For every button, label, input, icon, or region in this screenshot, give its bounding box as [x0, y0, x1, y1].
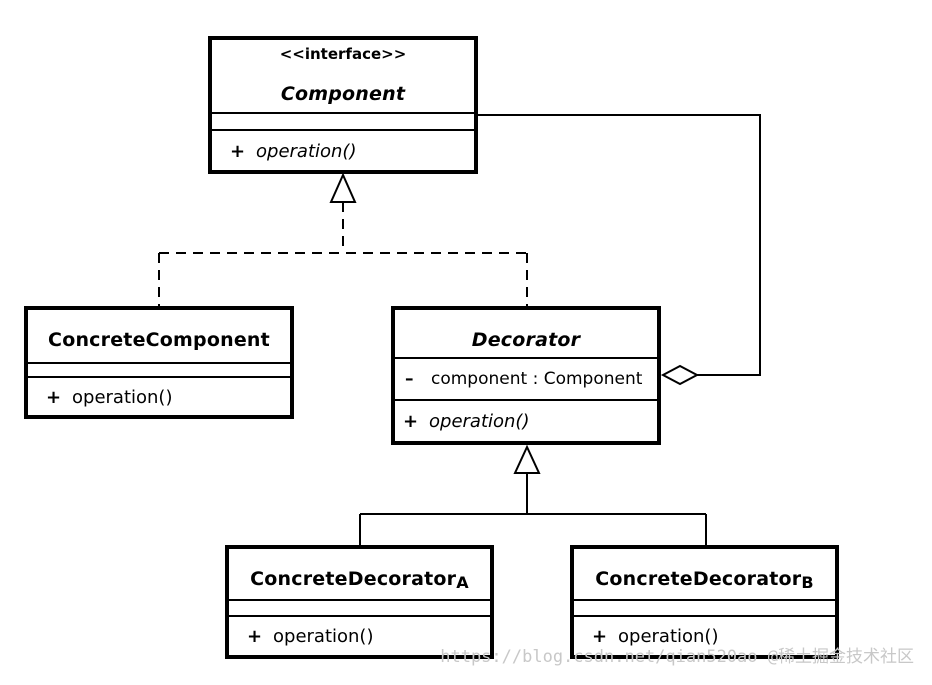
- concrete-component-operation: + operation(): [46, 387, 172, 408]
- aggregation-diamond: [660, 364, 700, 386]
- generalization-connector: [359, 473, 707, 546]
- generalization-arrowhead: [513, 444, 541, 474]
- concrete-component-divider-1: [28, 362, 290, 364]
- concrete-decorator-b-divider-2: [574, 615, 835, 617]
- decorator-operation: + operation(): [403, 411, 529, 432]
- decorator-name: Decorator: [471, 329, 581, 351]
- concrete-decorator-b-name: ConcreteDecoratorB: [574, 568, 835, 592]
- decorator-operation-visibility: +: [403, 411, 419, 432]
- component-operation-text: operation(): [256, 141, 357, 162]
- concrete-decorator-b-operation-visibility: +: [592, 626, 608, 647]
- decorator-class: Decorator –component : Component + operat…: [391, 306, 661, 445]
- concrete-decorator-b-suffix: B: [801, 573, 814, 592]
- component-operation: + operation(): [230, 141, 356, 162]
- decorator-attribute-visibility: –: [405, 369, 414, 389]
- component-class: <<interface>> Component + operation(): [208, 36, 478, 174]
- concrete-component-operation-visibility: +: [46, 387, 62, 408]
- concrete-decorator-b-operation-text: operation(): [618, 626, 719, 647]
- concrete-decorator-a-operation: + operation(): [247, 626, 373, 647]
- concrete-decorator-a-class: ConcreteDecoratorA + operation(): [225, 545, 494, 659]
- realization-connector: [158, 202, 528, 307]
- concrete-decorator-a-divider-1: [229, 599, 490, 601]
- component-divider-1: [212, 112, 474, 114]
- component-name: Component: [280, 83, 406, 105]
- concrete-decorator-a-name-text: ConcreteDecorator: [250, 568, 457, 590]
- component-operation-visibility: +: [230, 141, 246, 162]
- decorator-attribute: –component : Component: [405, 369, 642, 389]
- watermark: https://blog.csdn.net/qian520ao @稀土掘金技术社…: [440, 647, 914, 667]
- aggregation-connector: [476, 114, 761, 376]
- concrete-decorator-b-name-text: ConcreteDecorator: [595, 568, 802, 590]
- decorator-divider-2: [395, 399, 657, 401]
- concrete-decorator-a-divider-2: [229, 615, 490, 617]
- decorator-operation-text: operation(): [429, 411, 530, 432]
- concrete-component-name: ConcreteComponent: [48, 329, 270, 351]
- concrete-decorator-b-divider-1: [574, 599, 835, 601]
- concrete-decorator-a-operation-text: operation(): [273, 626, 374, 647]
- component-stereotype: <<interface>>: [279, 45, 407, 63]
- concrete-decorator-b-operation: + operation(): [592, 626, 718, 647]
- decorator-attribute-text: component : Component: [431, 369, 643, 389]
- concrete-component-operation-text: operation(): [72, 387, 173, 408]
- concrete-decorator-b-class: ConcreteDecoratorB + operation(): [570, 545, 839, 659]
- realization-arrowhead: [329, 172, 357, 203]
- concrete-decorator-a-suffix: A: [456, 573, 469, 592]
- concrete-component-divider-2: [28, 376, 290, 378]
- decorator-divider-1: [395, 357, 657, 359]
- concrete-component-class: ConcreteComponent + operation(): [24, 306, 294, 419]
- concrete-decorator-a-operation-visibility: +: [247, 626, 263, 647]
- component-divider-2: [212, 129, 474, 131]
- concrete-decorator-a-name: ConcreteDecoratorA: [229, 568, 490, 592]
